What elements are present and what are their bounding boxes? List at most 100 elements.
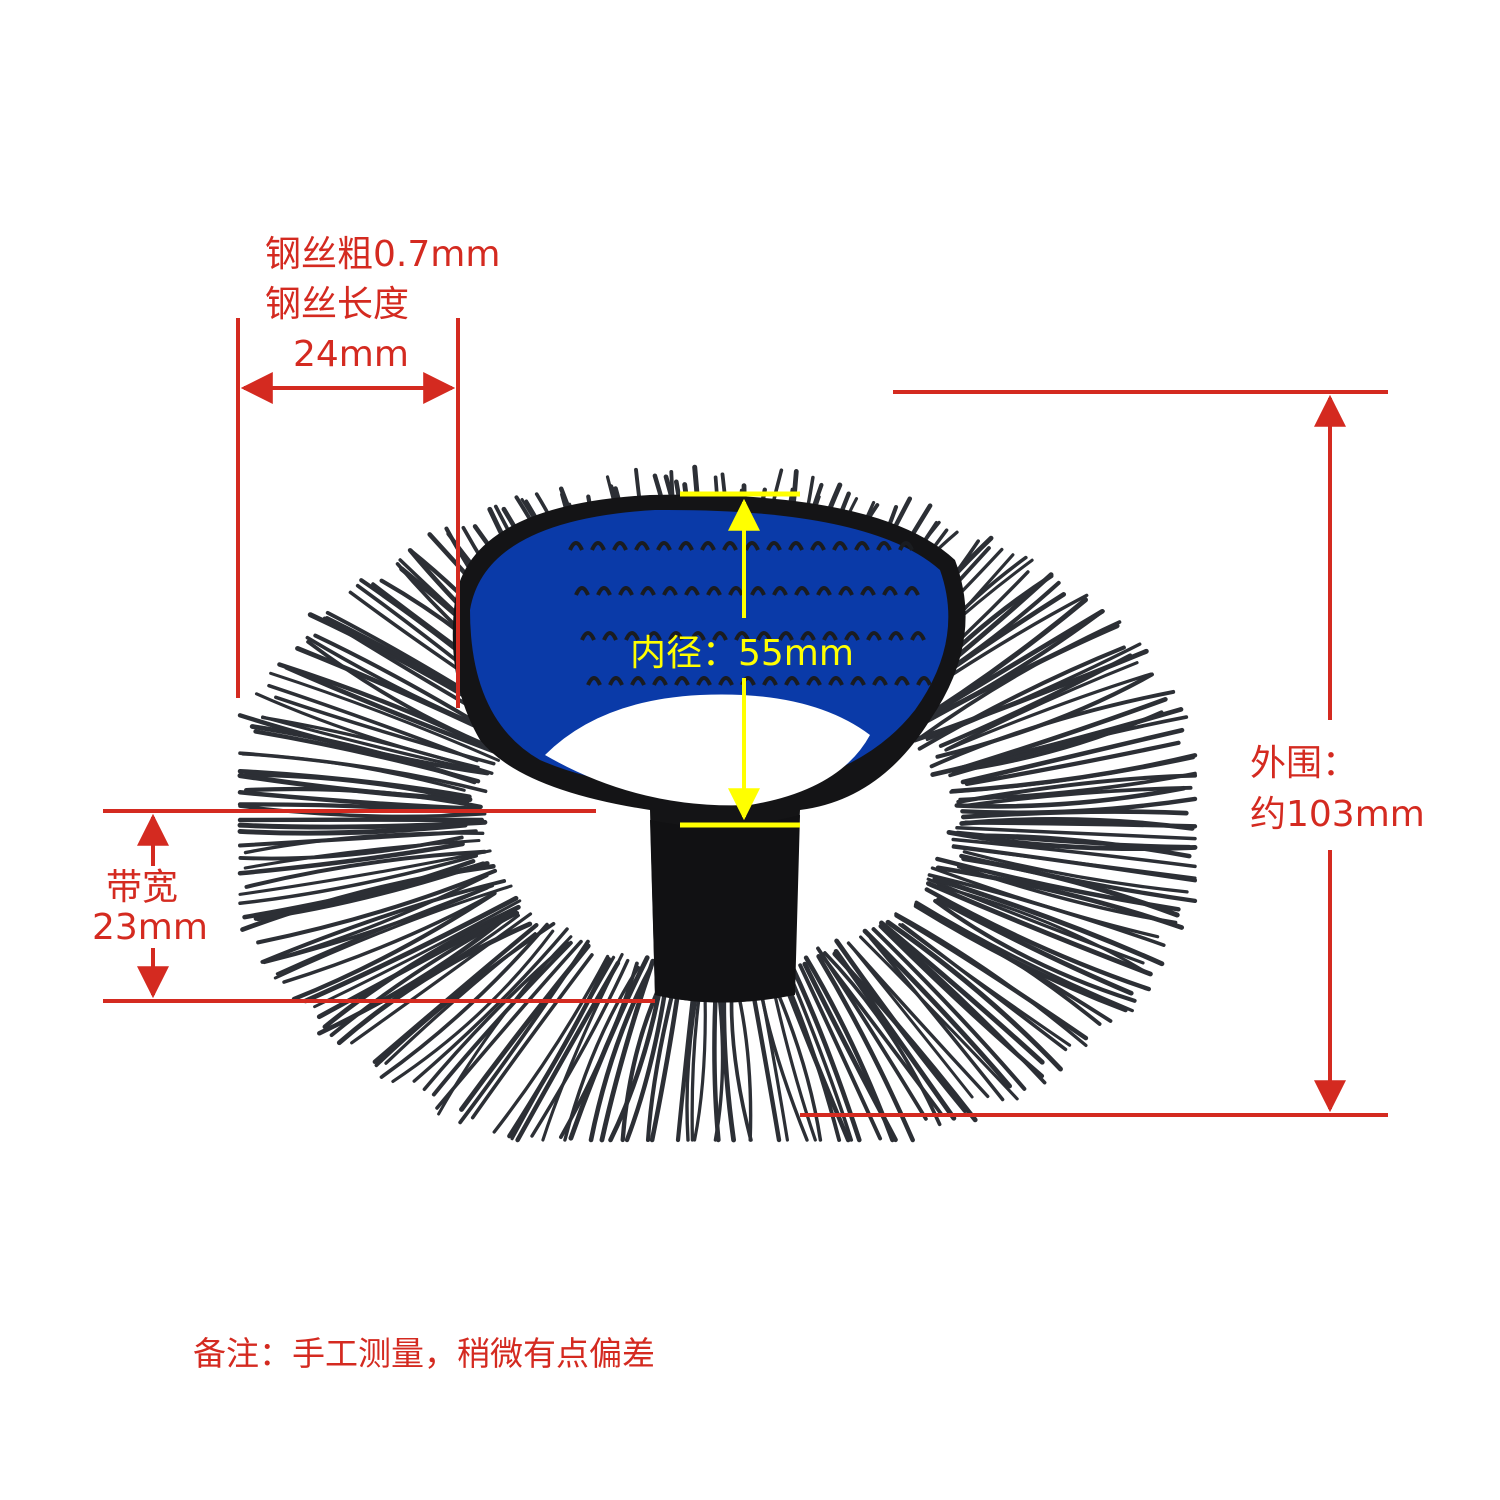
steel-bristle (559, 961, 639, 1139)
inner-wire-pin (706, 586, 722, 596)
steel-bristle (243, 838, 481, 870)
inner-wire-pin (624, 631, 640, 641)
inner-wire-pin (596, 586, 612, 596)
inner-wire-pin (646, 631, 662, 641)
steel-bristle (879, 920, 1045, 1065)
inner-wire-pin (586, 676, 602, 686)
steel-bristle (422, 941, 570, 1092)
inner-wire-pins (568, 541, 932, 686)
steel-bristle (951, 837, 1197, 869)
inner-wire-pin (700, 541, 716, 551)
steel-bristle (960, 727, 1185, 785)
band-width-dimension (103, 809, 655, 1003)
inner-wire-pin (684, 586, 700, 596)
outer-size-value: 约103mm (1250, 794, 1425, 835)
steel-bristle (871, 927, 1027, 1091)
steel-bristle (303, 895, 519, 1004)
inner-wire-pin (788, 541, 804, 551)
belt-inner-opening (545, 694, 870, 806)
inner-wire-pin (888, 631, 904, 641)
belt-front-face (650, 815, 800, 1003)
steel-bristle (936, 897, 1134, 996)
inner-wire-pin (784, 676, 800, 686)
steel-bristle (955, 826, 1197, 841)
steel-bristle (530, 958, 630, 1138)
steel-bristle (237, 841, 465, 876)
steel-bristle (470, 953, 594, 1120)
steel-bristle (933, 898, 1137, 1003)
inner-wire-pin (712, 631, 728, 641)
inner-wire-pin (904, 586, 920, 596)
steel-bristle (267, 683, 479, 763)
steel-bristle (956, 773, 1198, 804)
steel-bristle (963, 820, 1198, 829)
steel-bristle (306, 640, 498, 751)
steel-bristle (391, 929, 555, 1083)
inner-wire-pin (574, 586, 590, 596)
inner-wire-pin (772, 586, 788, 596)
steel-bristle (948, 715, 1189, 778)
steel-bristle (350, 912, 533, 1045)
steel-bristle (379, 922, 549, 1079)
inner-wire-pin (828, 676, 844, 686)
steel-bristle (785, 966, 854, 1142)
inner-wire-pin (640, 586, 656, 596)
band-width-title: 带宽 (106, 867, 179, 908)
inner-wire-pin (910, 631, 926, 641)
steel-bristle (260, 879, 507, 964)
steel-bristle (588, 965, 653, 1143)
inner-wire-pin (756, 631, 772, 641)
steel-bristle (961, 856, 1180, 918)
inner-wire-pin (634, 541, 650, 551)
inner-wire-pin (612, 541, 628, 551)
steel-bristle (917, 645, 1126, 751)
steel-bristle (275, 884, 494, 976)
inner-wire-pin (652, 676, 668, 686)
steel-bristle (237, 768, 472, 799)
inner-wire-pin (744, 541, 760, 551)
steel-bristle (237, 713, 490, 776)
wire-thickness-label: 钢丝粗0.7mm (265, 234, 501, 275)
steel-bristle (238, 854, 479, 906)
inner-wire-pin (850, 676, 866, 686)
outer-size-dimension (800, 390, 1388, 1117)
steel-bristle (237, 822, 468, 836)
steel-bristle (894, 913, 1089, 1041)
steel-bristle (935, 865, 1185, 930)
inner-wire-pin (810, 541, 826, 551)
inner-wire-pin (800, 631, 816, 641)
steel-bristle (965, 741, 1180, 786)
inner-wire-pin (568, 541, 584, 551)
inner-wire-pin (728, 586, 744, 596)
inner-wire-pin (580, 631, 596, 641)
steel-bristle (492, 954, 610, 1134)
outer-size-title: 外围： (1250, 743, 1359, 784)
inner-wire-pin (608, 676, 624, 686)
steel-bristle (930, 707, 1184, 777)
steel-bristle (954, 785, 1186, 809)
steel-bristle (862, 928, 1012, 1089)
inner-wire-pin (794, 586, 810, 596)
steel-bristle (243, 831, 485, 855)
inner-wire-pin (844, 631, 860, 641)
steel-bristle (238, 849, 492, 896)
steel-bristle (859, 935, 1019, 1101)
inner-wire-pin (882, 586, 898, 596)
inner-wire-pin (816, 586, 832, 596)
wire-length-title: 钢丝长度 (265, 284, 410, 325)
steel-bristle (237, 773, 473, 802)
steel-bristle (241, 752, 466, 792)
inner-wire-pin (750, 586, 766, 596)
inner-wire-pin (602, 631, 618, 641)
inner-wire-pin (778, 631, 794, 641)
steel-bristle (849, 944, 974, 1099)
steel-bristle (944, 672, 1153, 752)
steel-bristle (938, 653, 1133, 748)
steel-bristle (823, 951, 942, 1127)
inner-wire-pin (718, 676, 734, 686)
inner-wire-pin (766, 541, 782, 551)
steel-bristle (833, 948, 957, 1121)
steel-bristle (459, 943, 591, 1112)
steel-bristle (924, 887, 1151, 992)
steel-bristle (932, 876, 1165, 967)
